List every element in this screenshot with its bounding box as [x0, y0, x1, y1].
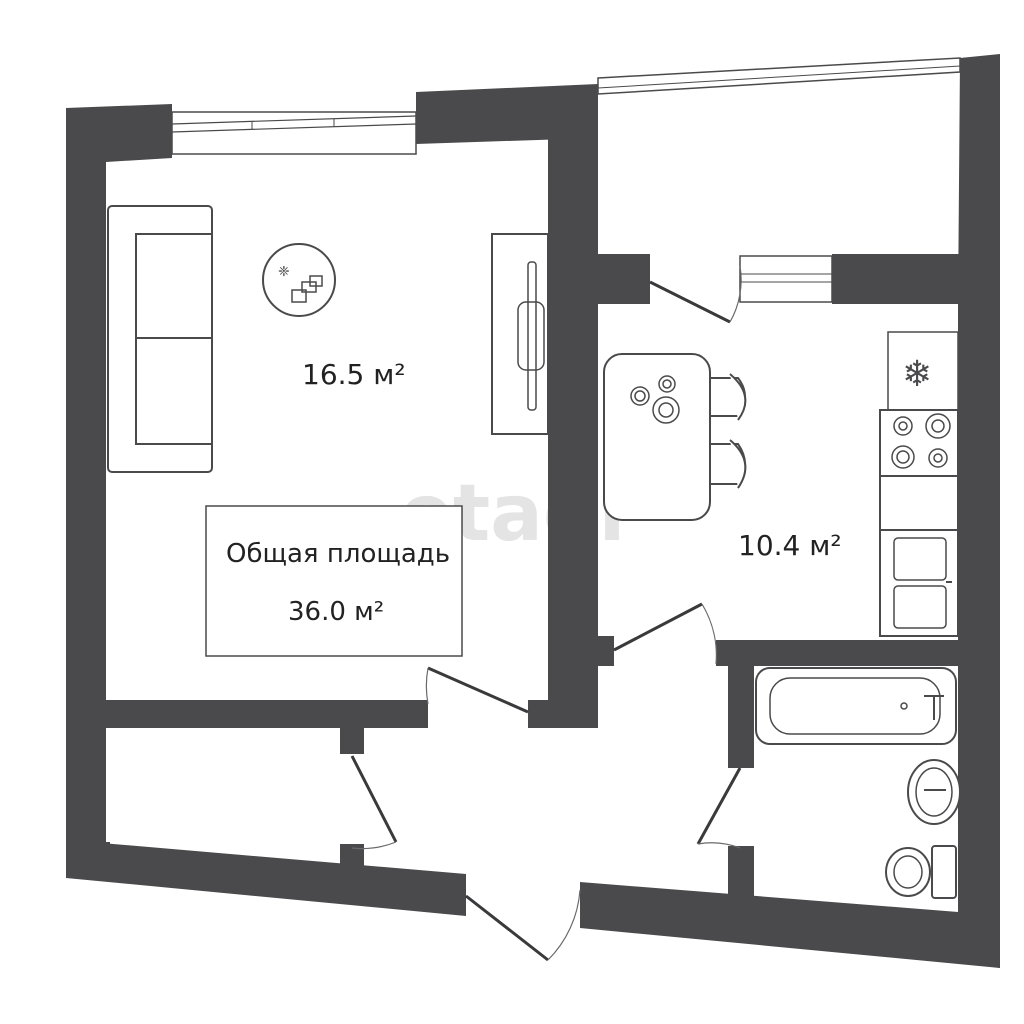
fridge: ❄ — [887, 331, 959, 413]
toilet-icon — [885, 845, 957, 899]
doors — [350, 265, 742, 962]
sofa-icon — [107, 205, 213, 473]
coffee-table: ❈ — [262, 243, 336, 317]
windows — [171, 57, 961, 303]
stove-icon — [879, 409, 959, 477]
window-balcony — [597, 57, 961, 95]
walls — [66, 54, 1000, 968]
tv-stand — [491, 233, 549, 435]
chairs — [709, 373, 747, 489]
kitchen-counter — [879, 475, 959, 531]
kitchen-area: 10.4 м² — [738, 529, 842, 562]
total-area-box: Общая площадь 36.0 м² — [205, 505, 463, 657]
living-room-area: 16.5 м² — [302, 358, 406, 391]
sink-icon — [879, 529, 959, 637]
total-area-label: Общая площадь — [226, 539, 450, 569]
window-kitchen — [739, 255, 833, 303]
window-living — [171, 111, 417, 155]
bathtub-icon — [755, 667, 957, 745]
svg-text:❈: ❈ — [278, 264, 290, 280]
total-area-value: 36.0 м² — [288, 597, 384, 627]
snowflake-icon: ❄ — [902, 354, 932, 395]
washbasin — [907, 759, 961, 825]
dining-table — [603, 353, 711, 521]
